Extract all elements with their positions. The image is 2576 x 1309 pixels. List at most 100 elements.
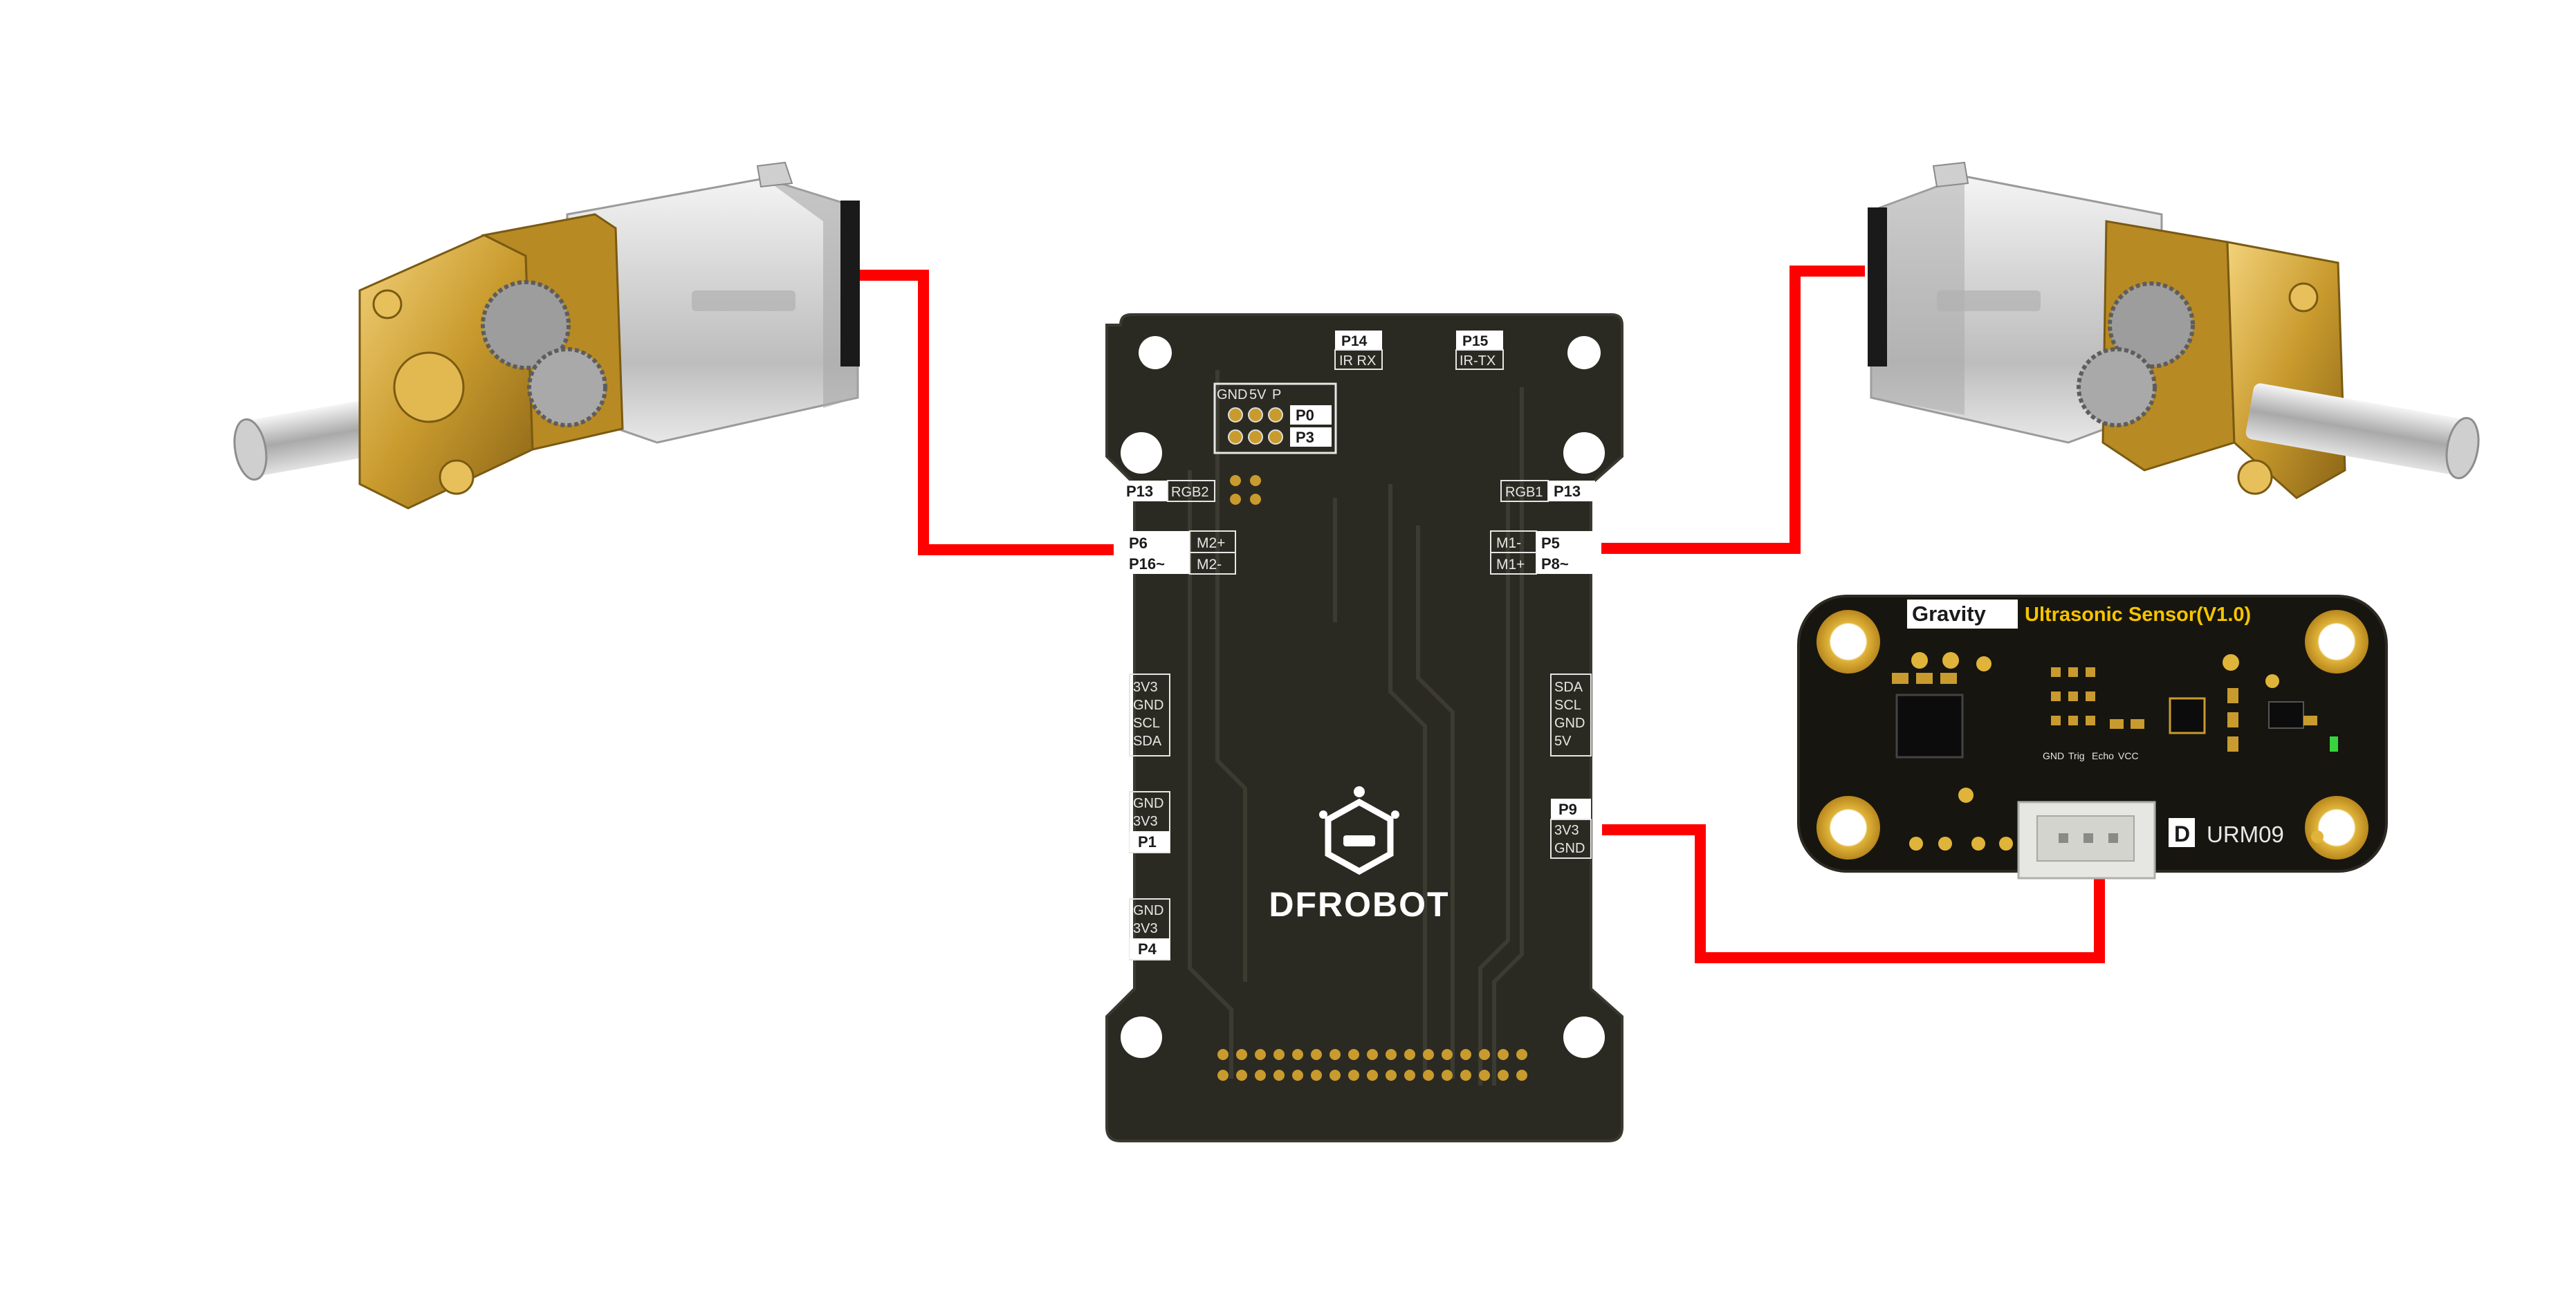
sensor-pin-echo: Echo [2092,750,2114,761]
right-motor-shaft [2245,383,2480,479]
mount-hole [1563,432,1605,474]
edge-pin [1255,1070,1266,1081]
edge-pin [1273,1049,1285,1060]
edge-pin [1330,1049,1341,1060]
rgb1-label: RGB1 [1505,485,1543,500]
right-i2c-port: SDA SCL GND 5V [1550,674,1592,756]
ultrasonic-sensor: Gravity Ultrasonic Sensor(V1.0) [1797,595,2388,880]
m1-terminal: M1- M1+ P5 P8~ [1490,530,1599,575]
header-p0-p3: GND 5V P P0 P3 [1213,382,1337,454]
left-motor [233,161,860,510]
wire-right-motor [1601,266,1865,554]
p9-gnd-label: GND [1554,841,1585,856]
ir-rx-label-block: P14 IR RX [1334,331,1383,370]
p4-3v3-label: 3V3 [1133,921,1158,936]
p4-gnd-label: GND [1133,903,1163,918]
mount-hole [1563,1016,1605,1058]
sensor-pin-vcc: VCC [2118,750,2139,761]
p1-port: GND 3V3 P1 [1129,791,1170,853]
left-i2c-port: 3V3 GND SCL SDA [1129,674,1170,756]
mount-hole [1567,336,1601,369]
edge-pin [1516,1049,1527,1060]
left-motor-gearbox [358,213,624,510]
edge-pin [1217,1049,1229,1060]
sensor-brand-label: Gravity [1912,602,1987,626]
edge-pin [1404,1070,1415,1081]
p9-port: P9 3V3 GND [1550,799,1592,859]
p8-label: P8~ [1541,555,1569,573]
edge-pin [1386,1070,1397,1081]
sensor-pin-trig: Trig [2068,750,2085,761]
edge-pin [1292,1070,1303,1081]
header-5v-label: 5V [1249,387,1267,402]
edge-pin [1479,1070,1490,1081]
wire-left-motor [854,270,1114,555]
edge-pin [1348,1049,1359,1060]
p3-label: P3 [1296,429,1314,446]
edge-pin [1273,1070,1285,1081]
right-i2c-sda: SDA [1554,680,1583,695]
m1-plus-label: M1+ [1496,557,1525,573]
p13-left-label: P13 [1126,483,1153,500]
edge-pin [1292,1049,1303,1060]
ir-rx-label: IR RX [1339,353,1376,369]
edge-pin [1460,1070,1471,1081]
p4-label: P4 [1138,940,1157,958]
p1-gnd-label: GND [1133,796,1163,811]
left-i2c-scl: SCL [1133,716,1160,731]
p1-label: P1 [1138,833,1157,851]
p15-label: P15 [1462,333,1489,349]
sensor-4pin-connector [2017,801,2156,880]
p14-label: P14 [1341,333,1368,349]
edge-pin [1386,1049,1397,1060]
sensor-model-label: URM09 [2207,821,2284,847]
rgb2-label-block: P13 RGB2 [1121,475,1261,505]
edge-pin [1217,1070,1229,1081]
edge-pin [1236,1049,1247,1060]
edge-pin [1367,1049,1378,1060]
mount-hole [1121,1016,1162,1058]
left-i2c-gnd: GND [1133,698,1163,713]
p6-label: P6 [1129,535,1148,552]
edge-pin [1460,1049,1471,1060]
edge-pin [1311,1049,1322,1060]
sensor-d-logo-letter: D [2174,821,2190,846]
controller-board: GND 5V P P0 P3 P14 IR RX P15 IR-TX P13 R… [1105,313,1623,1142]
p1-3v3-label: 3V3 [1133,814,1158,829]
sensor-title-label: Ultrasonic Sensor(V1.0) [2025,604,2251,626]
right-motor-gearbox [2077,220,2346,499]
mount-hole [1139,336,1172,369]
edge-pin [1404,1049,1415,1060]
edge-pin [1442,1049,1453,1060]
edge-pin [1423,1049,1434,1060]
edge-pin [1423,1070,1434,1081]
p4-port: GND 3V3 P4 [1129,898,1170,960]
sensor-d-logo [2169,818,2195,847]
dfrobot-brand-text: DFROBOT [1269,885,1449,924]
pcb-traces [1188,370,1524,1086]
mount-hole [1121,432,1162,474]
left-motor-body [566,161,860,444]
rgb1-label-block: RGB1 P13 [1500,480,1595,502]
dfrobot-logo: DFROBOT [1269,786,1449,924]
ir-tx-label-block: P15 IR-TX [1455,331,1504,370]
edge-pin [1516,1070,1527,1081]
sensor-pin-gnd: GND [2043,750,2064,761]
right-i2c-scl: SCL [1554,698,1581,713]
p5-label: P5 [1541,535,1560,552]
edge-pin [1498,1049,1509,1060]
p9-label: P9 [1558,801,1577,818]
p13-right-label: P13 [1554,483,1581,500]
m1-minus-label: M1- [1496,535,1521,551]
edge-pin [1330,1070,1341,1081]
edge-pin [1311,1070,1322,1081]
edge-pin [1348,1070,1359,1081]
left-i2c-3v3: 3V3 [1133,680,1158,695]
right-motor [1868,161,2480,499]
edge-pin [1442,1070,1453,1081]
rgb2-label: RGB2 [1171,485,1208,500]
m2-terminal: P6 P16~ M2+ M2- [1121,530,1236,575]
p16-label: P16~ [1129,555,1165,573]
edge-pin [1255,1049,1266,1060]
